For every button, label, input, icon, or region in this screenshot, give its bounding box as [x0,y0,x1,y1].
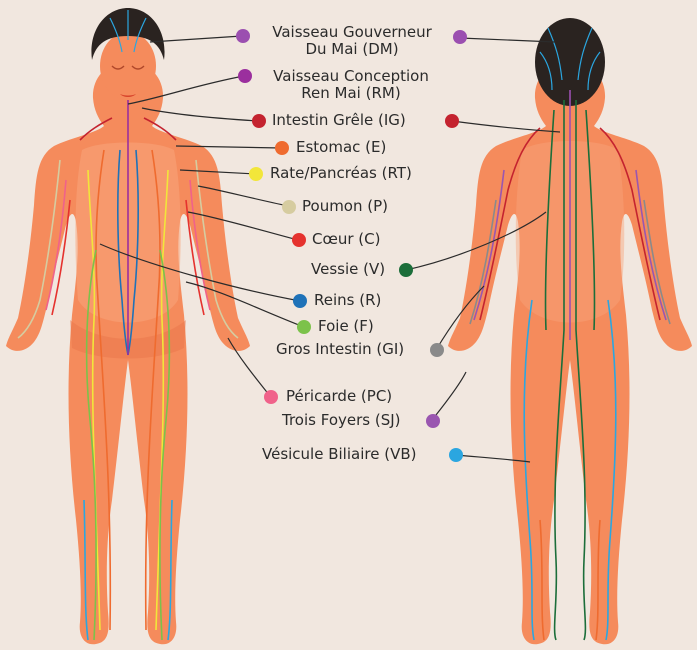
label-rt: Rate/Pancréas (RT) [270,165,412,182]
label-dm-line1: Vaisseau Gouverneur [254,24,450,41]
label-v: Vessie (V) [311,261,385,278]
front-face [100,32,156,100]
dot-v [399,263,413,277]
label-e: Estomac (E) [296,139,386,156]
label-rm-line2: Ren Mai (RM) [256,85,446,102]
label-gi: Gros Intestin (GI) [276,341,404,358]
label-dm: Vaisseau Gouverneur Du Mai (DM) [254,24,450,58]
dot-dm-left [236,29,250,43]
label-ig: Intestin Grêle (IG) [272,112,406,129]
dot-rm [238,69,252,83]
label-rm-line1: Vaisseau Conception [256,68,446,85]
label-vb: Vésicule Biliaire (VB) [262,446,416,463]
dot-ig-left [252,114,266,128]
leader-dm-left [150,36,242,42]
label-f: Foie (F) [318,318,374,335]
dot-dm-right [453,30,467,44]
label-dm-line2: Du Mai (DM) [254,41,450,58]
dot-c [292,233,306,247]
label-sj: Trois Foyers (SJ) [282,412,401,429]
dot-ig-right [445,114,459,128]
dot-gi [430,343,444,357]
leader-sj [432,372,466,420]
dot-f [297,320,311,334]
dot-vb [449,448,463,462]
dot-r [293,294,307,308]
label-rm: Vaisseau Conception Ren Mai (RM) [256,68,446,102]
dot-rt [249,167,263,181]
label-r: Reins (R) [314,292,381,309]
label-c: Cœur (C) [312,231,380,248]
dot-p [282,200,296,214]
dot-pc [264,390,278,404]
dot-e [275,141,289,155]
label-p: Poumon (P) [302,198,388,215]
back-figure [448,18,692,644]
dot-sj [426,414,440,428]
label-pc: Péricarde (PC) [286,388,392,405]
